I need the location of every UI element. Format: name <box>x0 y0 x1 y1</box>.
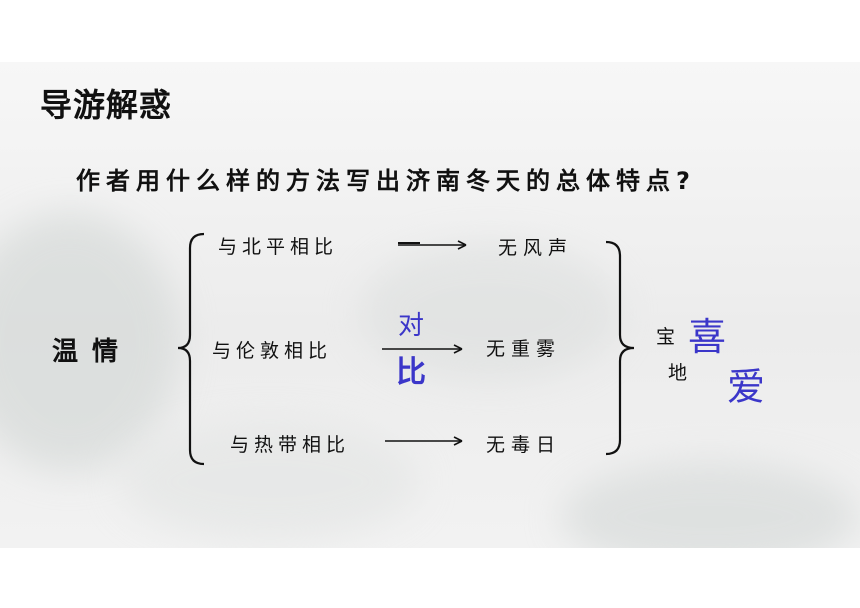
comparison-label-tropics: 与热带相比 <box>230 434 351 456</box>
mist-center <box>360 242 620 382</box>
mist-left <box>0 212 180 472</box>
arrow-1 <box>398 240 467 250</box>
arrow-3 <box>385 436 463 446</box>
conclusion-big-1: 喜 <box>688 315 727 359</box>
mist-bottom-left <box>120 422 420 542</box>
mist-bottom-right <box>560 462 860 548</box>
conclusion-big-2: 爱 <box>727 365 766 409</box>
result-london: 无重雾 <box>486 338 562 360</box>
result-tropics: 无毒日 <box>486 434 562 456</box>
left-brace <box>177 232 205 466</box>
conclusion-small-2: 地 <box>668 362 688 384</box>
comparison-label-london: 与伦敦相比 <box>212 340 333 362</box>
comparison-label-beiping: 与北平相比 <box>218 236 339 258</box>
slide-background <box>0 62 860 548</box>
method-char-2: 比 <box>396 355 426 390</box>
arrow-2 <box>382 344 463 354</box>
conclusion-small-1: 宝 <box>656 326 676 348</box>
slide-title: 导游解惑 <box>40 86 173 124</box>
result-beiping: 无风声 <box>498 237 574 259</box>
method-char-1: 对 <box>398 311 425 341</box>
left-label: 温情 <box>52 337 133 367</box>
question-text: 作者用什么样的方法写出济南冬天的总体特点? <box>76 167 696 195</box>
right-brace <box>605 240 635 456</box>
